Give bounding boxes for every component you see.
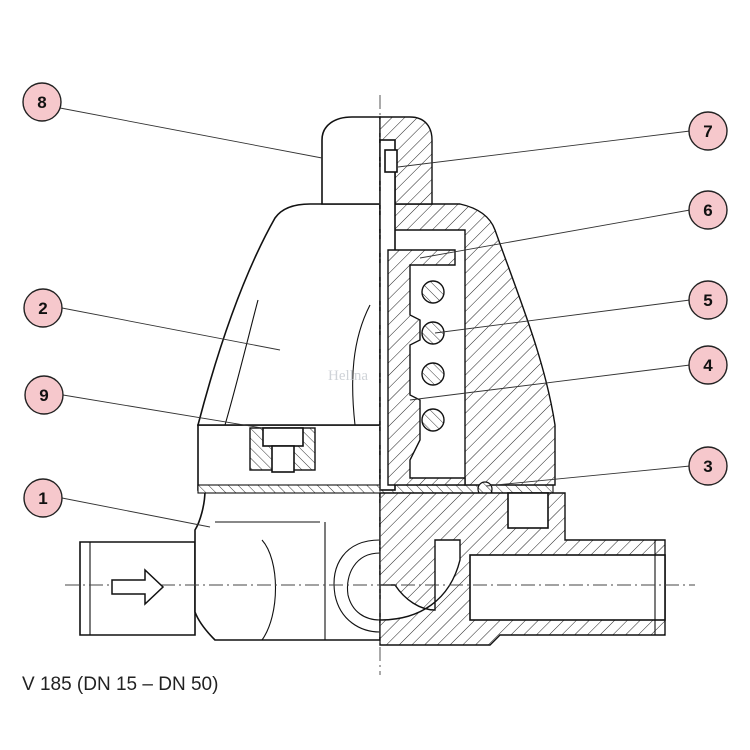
svg-text:4: 4 [703, 356, 713, 375]
callout-8: 8 [22, 82, 62, 122]
diaphragm [197, 484, 554, 494]
svg-text:1: 1 [38, 489, 47, 508]
valve-body-left [194, 489, 381, 641]
watermark: Hellna [328, 368, 368, 384]
outlet-bore [469, 554, 666, 621]
svg-text:9: 9 [39, 386, 48, 405]
callout-4: 4 [688, 345, 728, 385]
svg-text:5: 5 [703, 291, 712, 310]
callout-5: 5 [688, 280, 728, 320]
compressor [387, 249, 466, 486]
svg-text:6: 6 [703, 201, 712, 220]
cap-left [321, 116, 381, 205]
flow-direction-arrow-icon [111, 568, 165, 606]
spring-coil [421, 280, 445, 304]
spring-coil [421, 321, 445, 345]
bonnet-left [196, 203, 381, 426]
callout-1: 1 [23, 478, 63, 518]
svg-text:8: 8 [37, 93, 46, 112]
bonnet-section [379, 203, 556, 486]
callout-2: 2 [23, 288, 63, 328]
callout-6: 6 [688, 190, 728, 230]
spring-coil [421, 362, 445, 386]
svg-text:3: 3 [703, 457, 712, 476]
port-curve [333, 539, 381, 633]
spring-coil [421, 408, 445, 432]
diagram-caption: V 185 (DN 15 – DN 50) [22, 674, 218, 695]
callout-3: 3 [688, 446, 728, 486]
svg-text:7: 7 [703, 122, 712, 141]
callout-7: 7 [688, 111, 728, 151]
svg-text:2: 2 [38, 299, 47, 318]
callout-9: 9 [24, 375, 64, 415]
